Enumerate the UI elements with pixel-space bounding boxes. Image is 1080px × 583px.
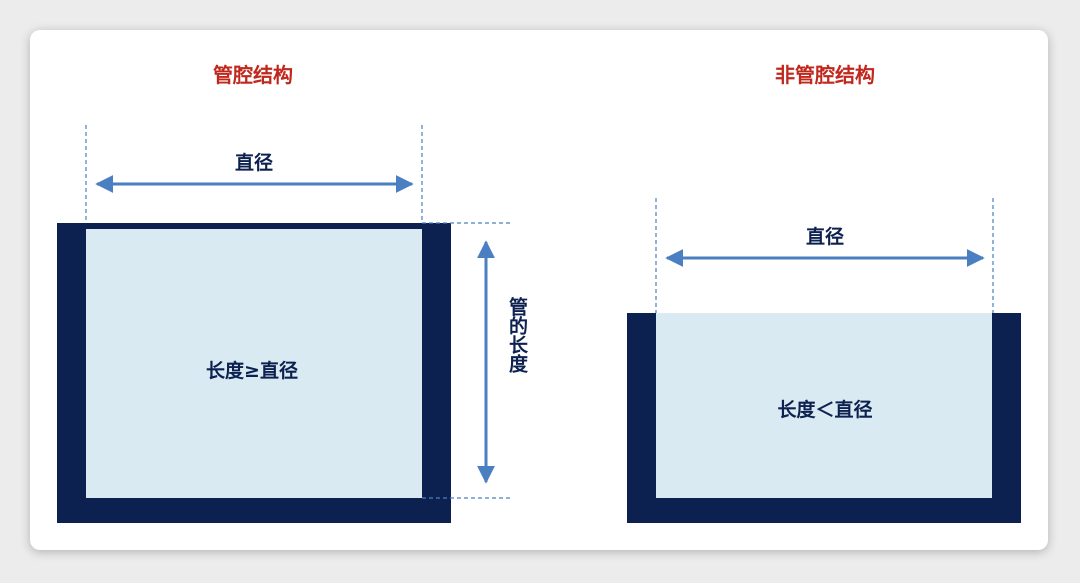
left-tube-lumen xyxy=(86,229,422,498)
right-diameter-label: 直径 xyxy=(806,225,844,248)
left-length-label: 管的长度 xyxy=(506,296,528,374)
left-inner-label: 长度≥直径 xyxy=(206,359,298,382)
right-title: 非管腔结构 xyxy=(775,63,875,87)
right-tube-lumen xyxy=(656,313,992,498)
left-title: 管腔结构 xyxy=(213,63,293,87)
right-inner-label: 长度＜直径 xyxy=(777,398,872,421)
left-diameter-label: 直径 xyxy=(235,151,273,174)
